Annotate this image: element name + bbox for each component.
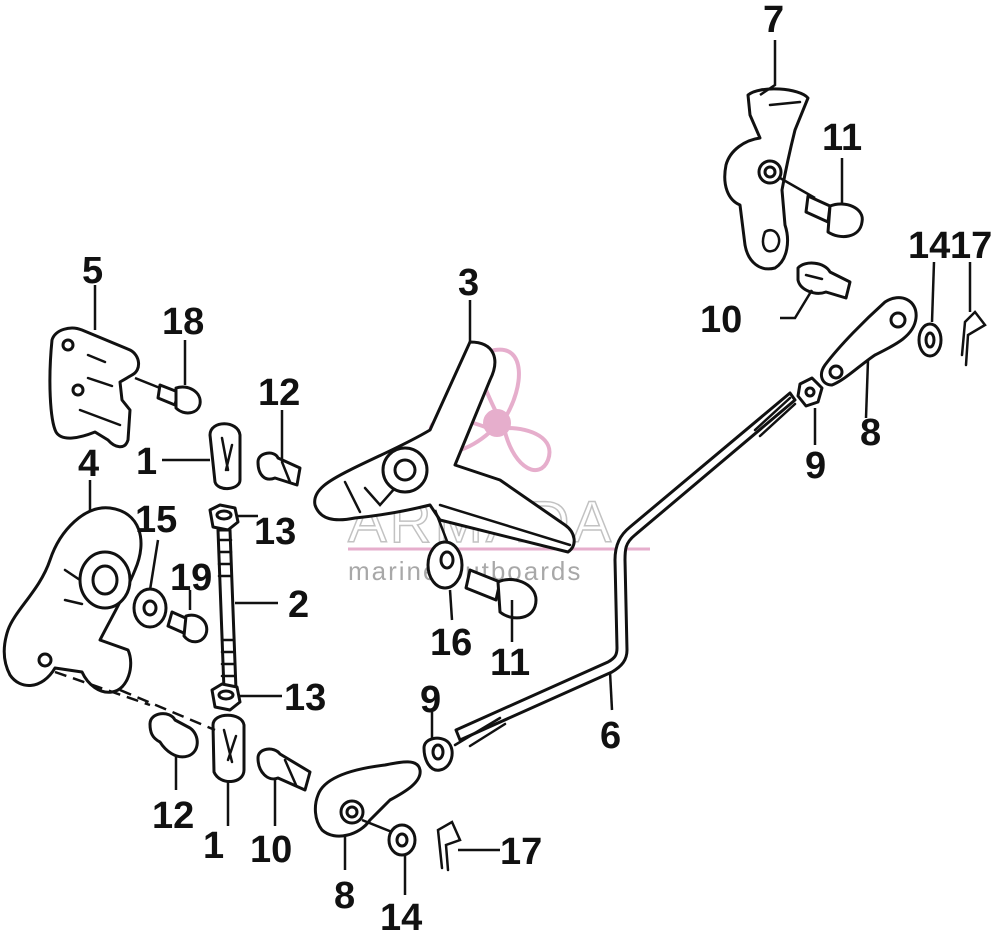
part-1-link-end-upper (208, 422, 242, 490)
part-5-bracket-plate (48, 326, 140, 449)
part-6-control-rod (453, 391, 797, 748)
callout-8-upper: 8 (860, 412, 881, 454)
part-13-nut-lower (210, 682, 242, 712)
callout-9-lower: 9 (420, 679, 441, 721)
leader-lines (88, 40, 972, 895)
callout-11-upper: 11 (822, 117, 862, 159)
part-8-rod-end-upper (820, 296, 918, 387)
part-11-pivot-pin-middle (464, 568, 538, 620)
callout-13-lower: 13 (284, 677, 326, 719)
part-15-washer (132, 587, 168, 629)
part-1-link-end-lower (211, 713, 246, 783)
callout-labels: 7 11 10 14 17 8 9 3 5 18 12 1 4 13 15 19… (78, 0, 992, 931)
part-16-washer (426, 540, 464, 590)
callout-3: 3 (458, 262, 479, 304)
callout-13-upper: 13 (254, 511, 296, 553)
callout-14-lower: 14 (380, 897, 422, 931)
callout-1-upper: 1 (136, 441, 157, 483)
part-14-washer-lower (361, 818, 417, 857)
callout-17-lower: 17 (500, 831, 542, 873)
callout-19: 19 (170, 557, 212, 599)
part-4-cam-bracket (2, 506, 216, 732)
part-7-lever-bracket (723, 87, 810, 271)
part-10-ball-joint-upper (796, 261, 852, 300)
part-9-nut-lower (422, 736, 454, 772)
callout-10-lower: 10 (250, 829, 292, 871)
part-17-spring-clip-lower (436, 820, 462, 872)
callout-10-upper: 10 (700, 299, 742, 341)
part-11-pivot-pin-upper (779, 176, 864, 239)
part-12-ball-stud-upper (256, 451, 302, 487)
callout-7: 7 (763, 0, 784, 41)
callout-6: 6 (600, 715, 621, 757)
part-8-rod-end-lower (313, 760, 422, 838)
callout-17-upper: 17 (950, 225, 992, 267)
callout-14-upper: 14 (908, 225, 950, 267)
part-3-main-bracket (313, 340, 576, 563)
part-10-ball-joint-lower (256, 747, 312, 792)
callout-1-lower: 1 (203, 825, 224, 867)
callout-5: 5 (82, 250, 103, 292)
part-9-nut-upper (796, 376, 824, 408)
callout-11-middle: 11 (490, 642, 530, 684)
callout-16: 16 (430, 622, 472, 664)
part-12-ball-stud-lower (148, 712, 199, 759)
callout-8-lower: 8 (334, 875, 355, 917)
callout-15: 15 (135, 499, 177, 541)
callout-18: 18 (162, 301, 204, 343)
callout-12-lower: 12 (152, 795, 194, 837)
watermark-tagline: marine outboards (348, 556, 582, 586)
part-2-threaded-rod (216, 528, 238, 692)
callout-9-upper: 9 (805, 445, 826, 487)
callout-2: 2 (288, 584, 309, 626)
part-13-nut-upper (208, 503, 240, 532)
callout-12-upper: 12 (258, 372, 300, 414)
callout-4: 4 (78, 443, 99, 485)
part-14-washer-upper (917, 322, 943, 358)
part-17-spring-clip-upper (960, 310, 987, 367)
part-18-bolt (134, 376, 202, 415)
part-19-bolt (166, 610, 209, 644)
